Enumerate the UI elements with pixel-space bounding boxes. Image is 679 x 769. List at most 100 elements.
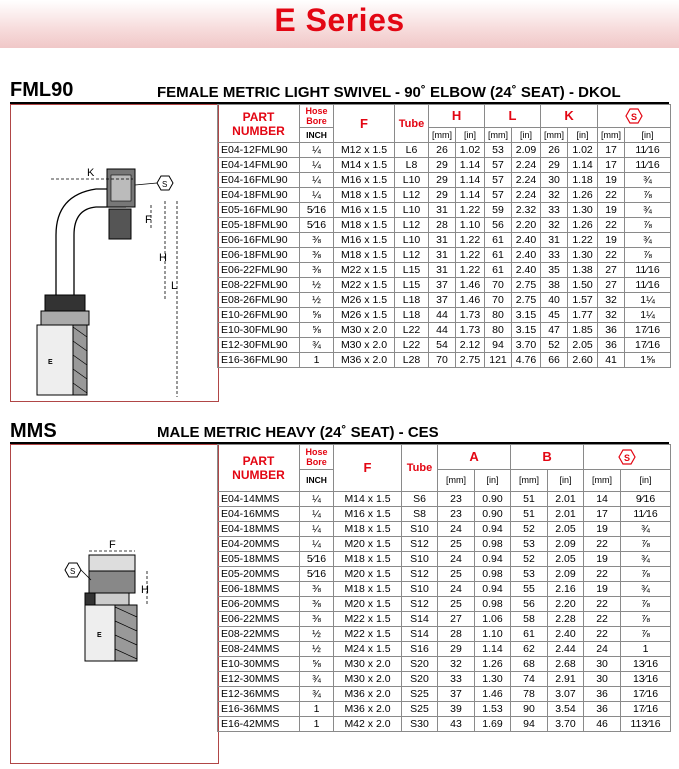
- table-cell: E10-30MMS: [217, 656, 300, 672]
- table-cell: 2.44: [547, 641, 585, 657]
- table-cell: 78: [510, 686, 549, 702]
- table-cell: 2.40: [511, 262, 542, 278]
- table-cell: 70: [428, 352, 456, 368]
- mms-fitting-drawing: E F H S: [64, 539, 149, 662]
- table-cell: E16-42MMS: [217, 716, 300, 732]
- table-cell: S10: [401, 551, 438, 567]
- table-cell: M26 x 1.5: [333, 292, 395, 308]
- table-cell: 57: [484, 187, 513, 203]
- table-cell: 17⁄16: [624, 337, 672, 353]
- table-cell: 1.14: [454, 157, 486, 173]
- mms-divider: [10, 442, 669, 444]
- table-cell: 19: [583, 551, 622, 567]
- table-cell: 1.69: [473, 716, 512, 732]
- table-cell: 17⁄16: [624, 322, 672, 338]
- fml90-header-l-mm: [mm]: [484, 127, 513, 143]
- table-cell: 2.01: [547, 506, 585, 522]
- fml90-code: FML90: [10, 79, 74, 101]
- table-cell: 1.73: [454, 322, 486, 338]
- table-cell: 39: [437, 701, 475, 717]
- table-cell: 1.14: [454, 172, 486, 188]
- mms-description: MALE METRIC HEAVY (24˚ SEAT) - CES: [157, 424, 439, 441]
- table-cell: 19: [583, 521, 622, 537]
- table-cell: ½: [299, 641, 334, 657]
- table-cell: 31: [540, 232, 569, 248]
- table-cell: L10: [394, 232, 429, 248]
- table-cell: M36 x 2.0: [333, 352, 395, 368]
- table-cell: 25: [437, 536, 475, 552]
- table-cell: ¾: [299, 686, 334, 702]
- table-cell: L22: [394, 322, 429, 338]
- table-cell: E16-36MMS: [217, 701, 300, 717]
- fml90-header-inch: INCH: [299, 127, 334, 143]
- table-cell: ⅜: [299, 596, 334, 612]
- table-cell: 58: [510, 611, 549, 627]
- table-cell: 24: [583, 641, 622, 657]
- mms-dim-h: H: [141, 584, 149, 596]
- table-cell: E04-14FML90: [217, 157, 300, 173]
- table-cell: 11⁄16: [620, 506, 672, 522]
- table-cell: 1.18: [567, 172, 599, 188]
- table-cell: 47: [540, 322, 569, 338]
- table-cell: 0.94: [473, 521, 512, 537]
- table-cell: 51: [510, 506, 549, 522]
- table-cell: M18 x 1.5: [333, 581, 402, 597]
- mms-logo: E: [97, 632, 102, 639]
- table-cell: E04-16FML90: [217, 172, 300, 188]
- fml90-hex-label: S: [162, 180, 167, 189]
- table-cell: S14: [401, 611, 438, 627]
- table-cell: 41: [597, 352, 626, 368]
- table-cell: ⅜: [299, 611, 334, 627]
- table-cell: 2.91: [547, 671, 585, 687]
- table-cell: M18 x 1.5: [333, 187, 395, 203]
- svg-text:S: S: [631, 112, 637, 122]
- table-cell: ⅝: [299, 656, 334, 672]
- table-cell: 28: [437, 626, 475, 642]
- fml90-header-hose-bore: Hose Bore: [299, 104, 334, 128]
- table-cell: E04-16MMS: [217, 506, 300, 522]
- table-cell: 2.12: [454, 337, 486, 353]
- table-cell: ⅜: [299, 232, 334, 248]
- table-cell: E05-16FML90: [217, 202, 300, 218]
- table-cell: 1.14: [473, 641, 512, 657]
- table-cell: 17: [597, 142, 626, 158]
- table-cell: 29: [428, 157, 456, 173]
- table-cell: M36 x 2.0: [333, 686, 402, 702]
- table-cell: 90: [510, 701, 549, 717]
- mms-header-f: F: [333, 444, 402, 492]
- table-cell: 70: [484, 292, 513, 308]
- table-cell: M14 x 1.5: [333, 157, 395, 173]
- fml90-header-h: H: [427, 104, 486, 128]
- fml90-fitting-drawing: E K F H L S: [36, 167, 178, 397]
- mms-header-hex: S: [583, 444, 672, 470]
- table-cell: E16-36FML90: [217, 352, 300, 368]
- table-cell: 36: [583, 701, 622, 717]
- table-cell: 43: [437, 716, 475, 732]
- table-cell: 2.16: [547, 581, 585, 597]
- table-cell: L12: [394, 217, 429, 233]
- table-cell: 1.46: [473, 686, 512, 702]
- fml90-header-l: L: [484, 104, 542, 128]
- table-cell: 27: [597, 262, 626, 278]
- header-banner: [0, 0, 679, 48]
- table-cell: 30: [583, 656, 622, 672]
- table-cell: E06-18MMS: [217, 581, 300, 597]
- table-cell: 29: [428, 172, 456, 188]
- table-cell: 57: [484, 172, 513, 188]
- table-cell: 25: [437, 596, 475, 612]
- table-cell: 29: [437, 641, 475, 657]
- table-cell: E10-30FML90: [217, 322, 300, 338]
- table-cell: 1.73: [454, 307, 486, 323]
- table-cell: 54: [428, 337, 456, 353]
- table-cell: 17: [597, 157, 626, 173]
- fml90-dim-k: K: [87, 167, 95, 179]
- table-cell: S8: [401, 506, 438, 522]
- table-cell: 2.75: [454, 352, 486, 368]
- table-cell: ¾: [624, 172, 672, 188]
